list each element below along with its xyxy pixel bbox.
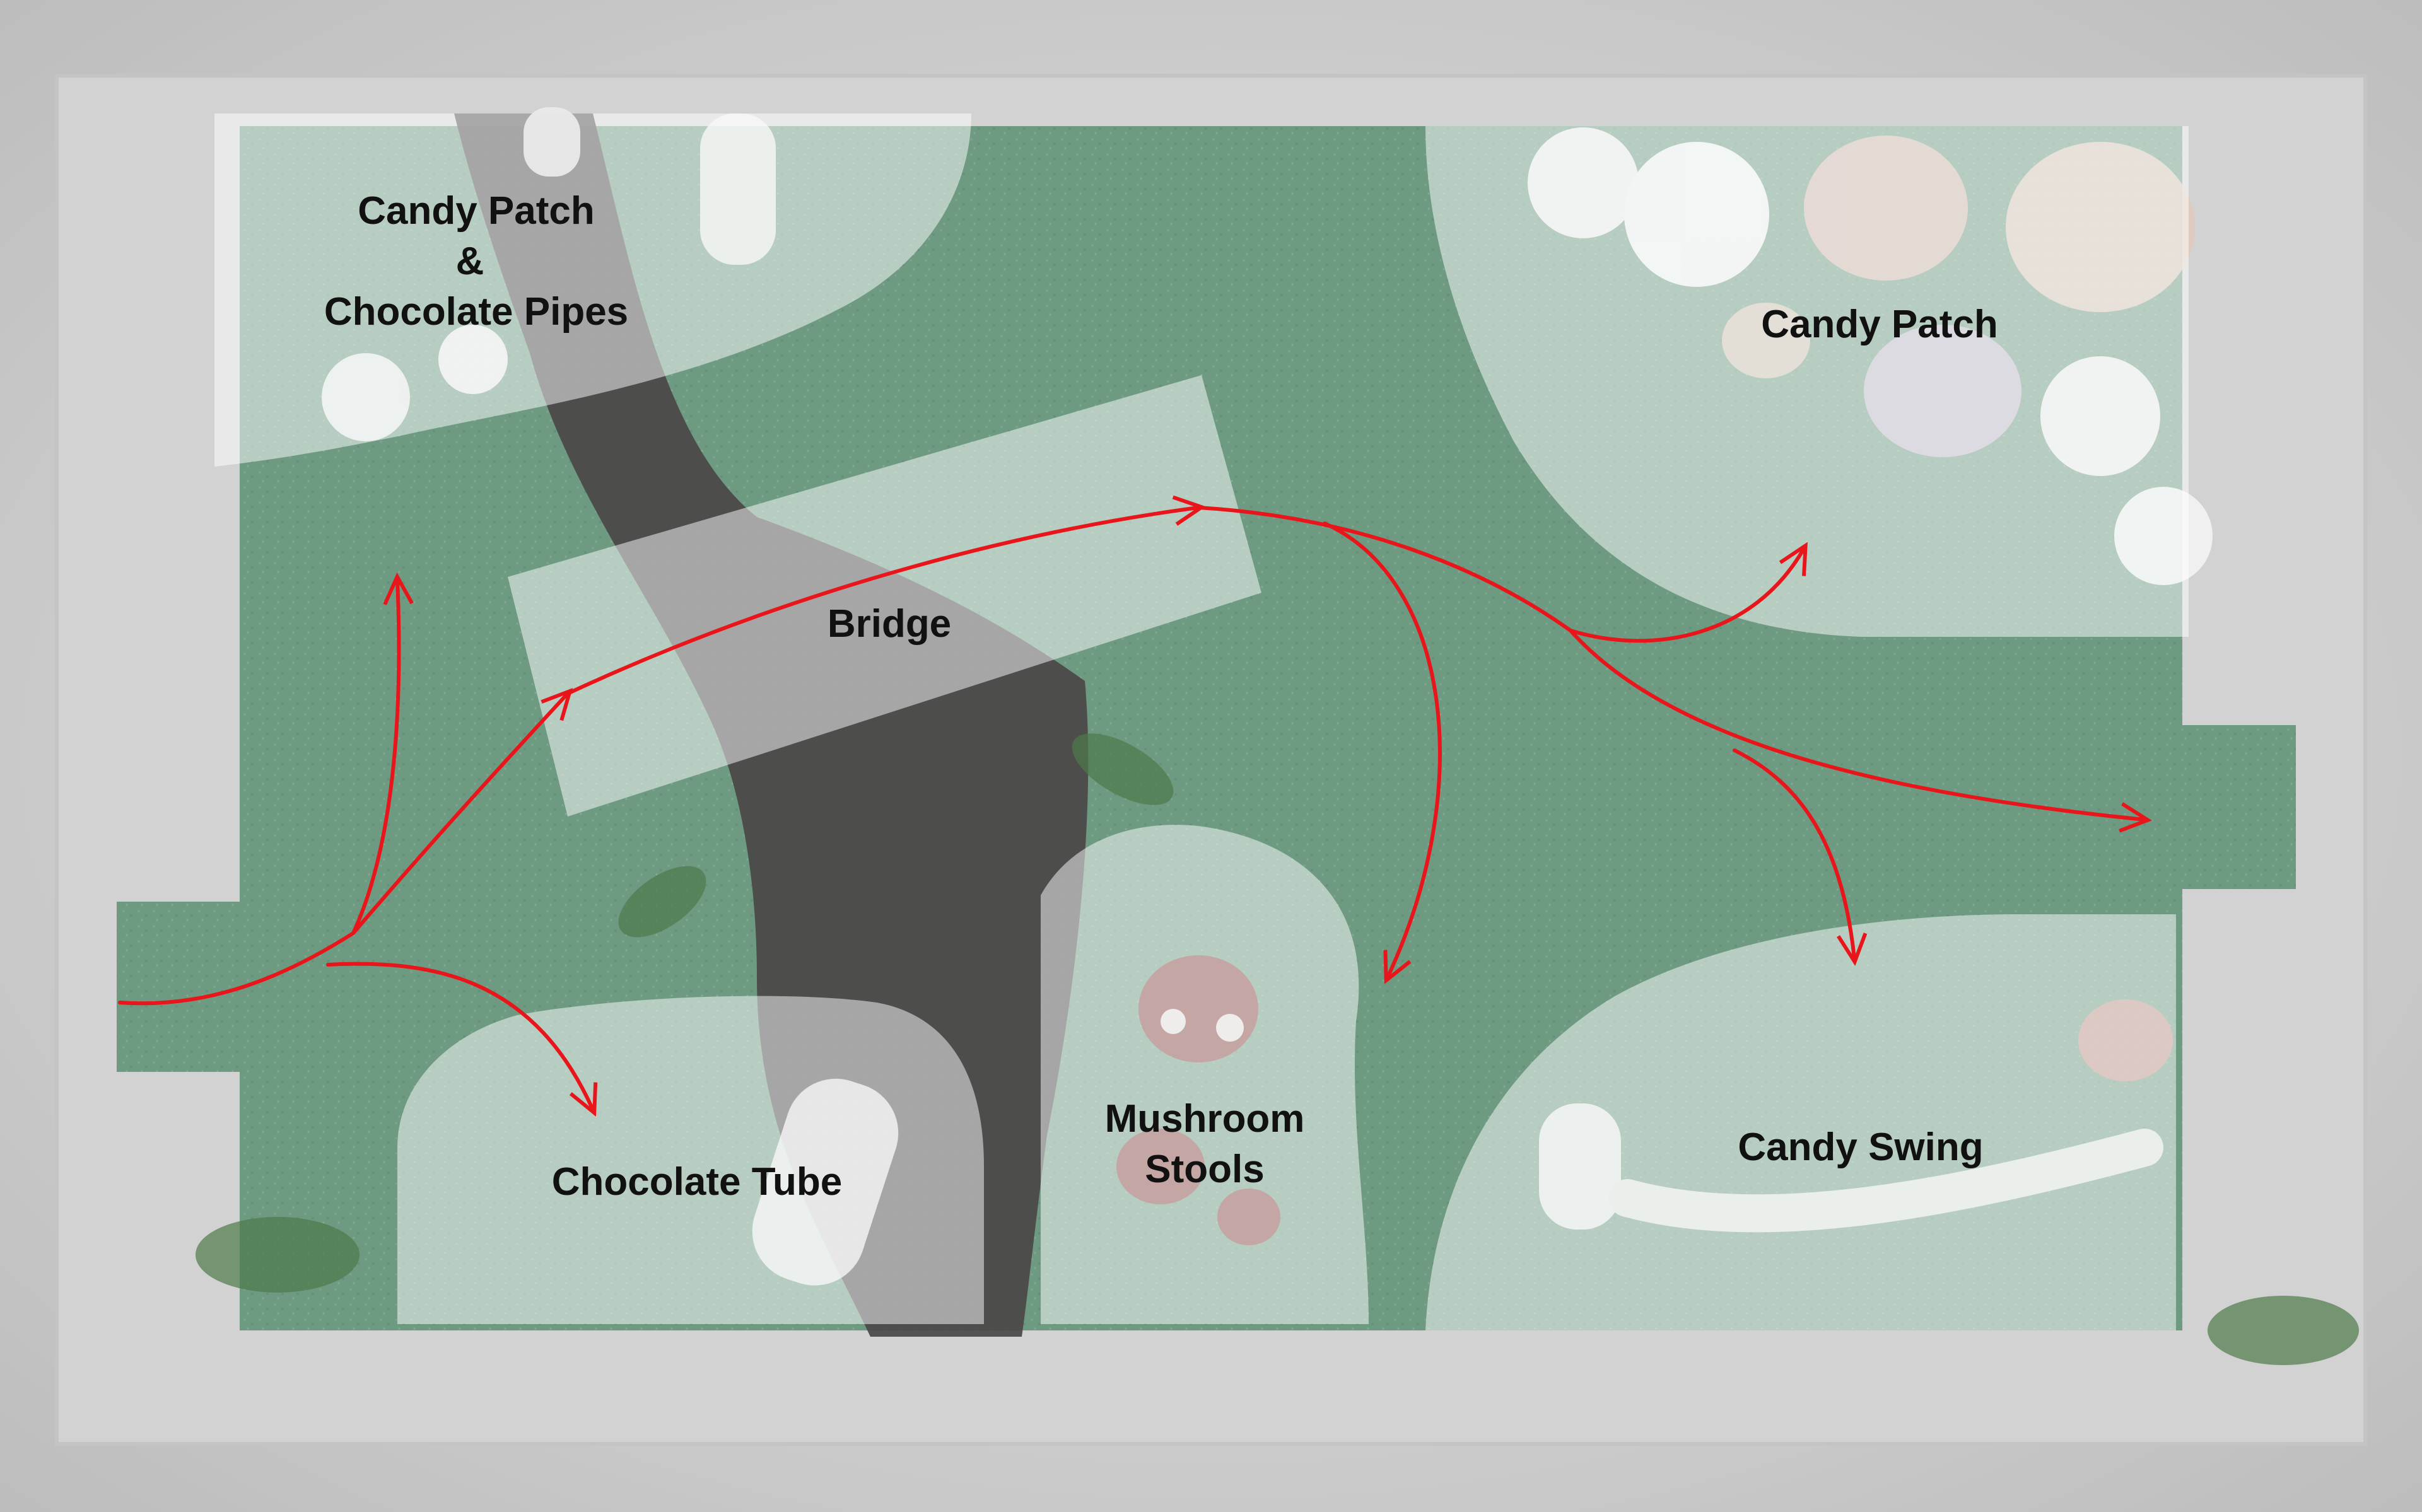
label-candy-patch-pipes-line1: Candy Patch bbox=[358, 189, 595, 233]
path-arrow-to-mushroom-stools bbox=[1323, 521, 1442, 984]
label-mushroom-stools-line1: Mushroom bbox=[1105, 1097, 1305, 1141]
label-candy-swing: Candy Swing bbox=[1738, 1125, 1983, 1169]
label-mushroom-stools-line2: Stools bbox=[1145, 1148, 1264, 1191]
decor-plants bbox=[196, 733, 2359, 1365]
path-arrow-main-east bbox=[1196, 506, 1572, 632]
path-arrow-to-chocolate-tube bbox=[326, 962, 598, 1117]
zone-candy-patch bbox=[1425, 126, 2189, 637]
zone-mushroom-stools bbox=[1041, 825, 1369, 1324]
path-arrow-to-bridge bbox=[351, 688, 573, 935]
circulation-arrows bbox=[118, 495, 2152, 1117]
label-bridge: Bridge bbox=[828, 602, 951, 646]
path-arrow-across-bridge bbox=[566, 495, 1206, 695]
zone-chocolate-tube bbox=[397, 996, 984, 1324]
label-chocolate-tube: Chocolate Tube bbox=[552, 1160, 842, 1204]
zone-bridge bbox=[508, 375, 1261, 817]
zone-candy-patch-pipes bbox=[214, 113, 971, 467]
path-arrow-to-candy-patch bbox=[1569, 542, 1808, 643]
zone-candy-swing bbox=[1425, 914, 2176, 1330]
label-candy-patch-pipes-line3: Chocolate Pipes bbox=[324, 290, 628, 334]
path-arrow-to-exit bbox=[1569, 629, 2152, 833]
label-candy-patch-pipes-line2: & bbox=[456, 240, 484, 283]
path-arrow-to-north bbox=[351, 572, 414, 935]
label-candy-patch: Candy Patch bbox=[1761, 303, 1998, 346]
path-arrow-to-candy-swing bbox=[1733, 748, 1868, 966]
path-arrow-entry-trunk bbox=[118, 931, 355, 1006]
